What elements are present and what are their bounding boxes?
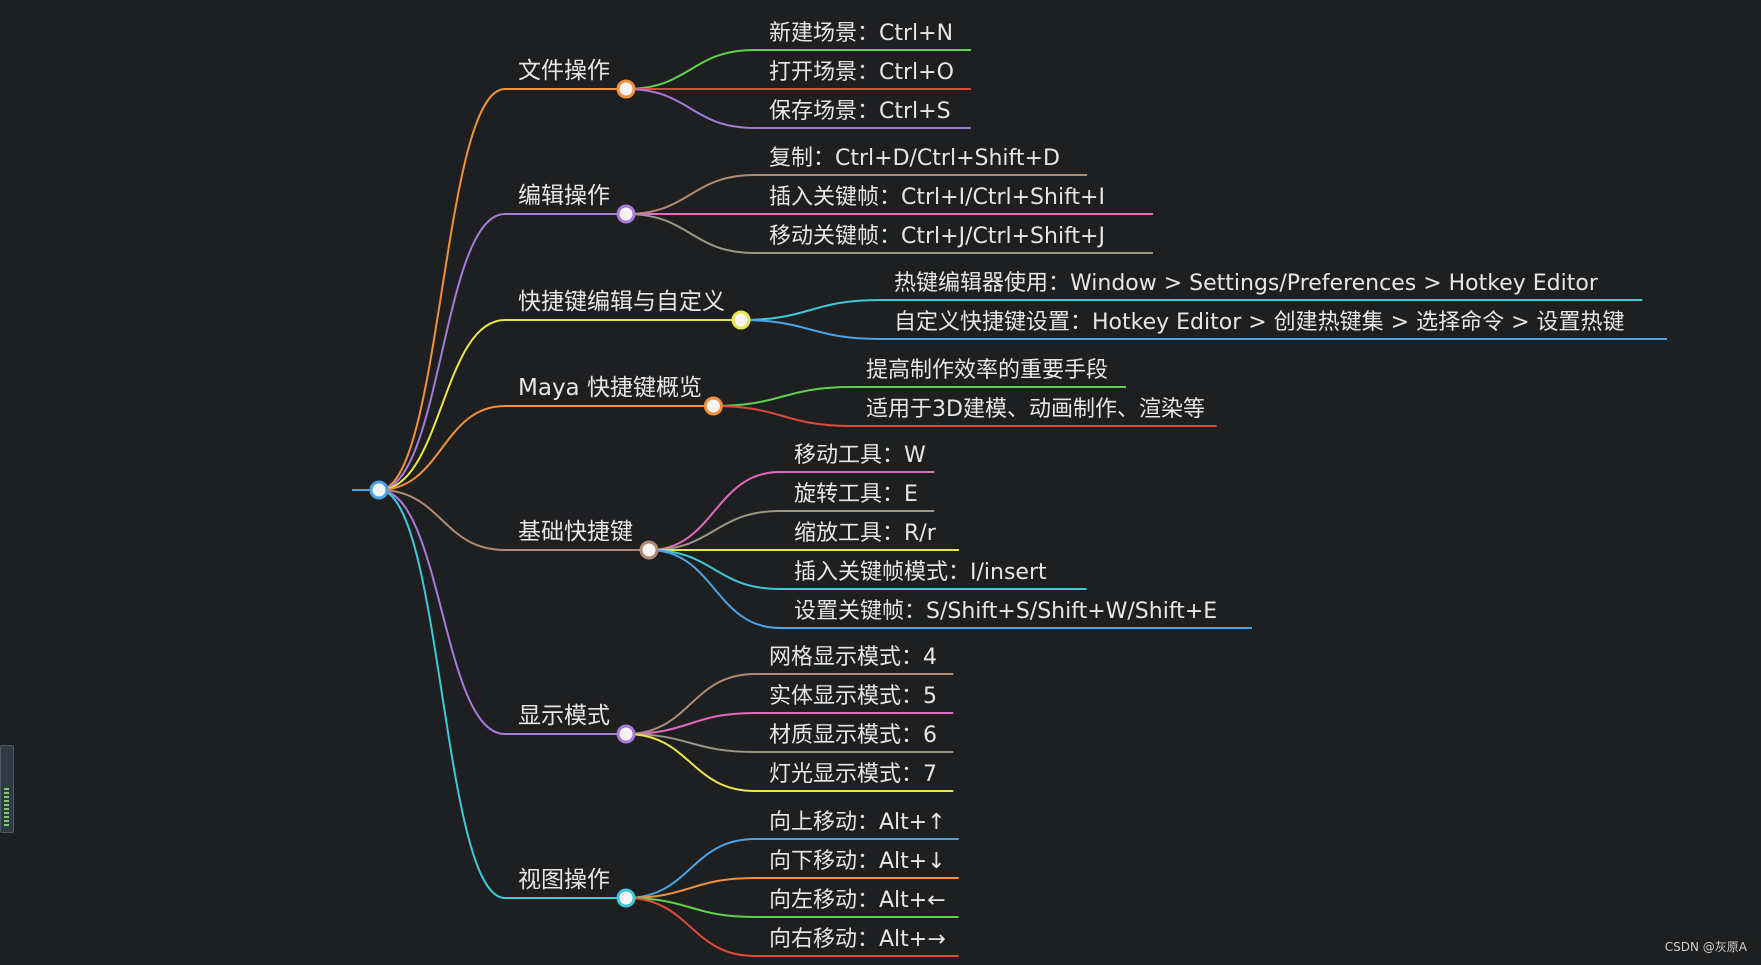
branch-node[interactable] [616, 724, 636, 744]
child-connector [625, 213, 756, 254]
child-label[interactable]: 插入关键帧模式：I/insert [794, 560, 1047, 585]
child-connector [625, 673, 756, 735]
child-connector [625, 838, 756, 899]
branch-connector [378, 489, 506, 899]
branch-label[interactable]: 快捷键编辑与自定义 [518, 289, 725, 315]
child-connector [740, 299, 881, 321]
child-connector [625, 88, 756, 129]
branch-label[interactable]: 基础快捷键 [518, 519, 633, 545]
branch-node[interactable] [731, 310, 751, 330]
child-connector [648, 549, 781, 590]
child-label[interactable]: 新建场景：Ctrl+N [769, 21, 954, 46]
branch-node[interactable] [703, 396, 723, 416]
branch-node[interactable] [639, 540, 659, 560]
branch-node[interactable] [616, 888, 636, 908]
child-connector [713, 386, 853, 407]
branch-node[interactable] [616, 79, 636, 99]
child-label[interactable]: 移动关键帧：Ctrl+J/Ctrl+Shift+J [769, 224, 1105, 249]
child-connector [648, 471, 781, 551]
side-panel-handle[interactable] [0, 745, 14, 833]
child-label[interactable]: 保存场景：Ctrl+S [769, 99, 951, 124]
branch-connector [378, 319, 506, 491]
child-connector [625, 733, 756, 792]
child-connector [648, 549, 781, 629]
branch-connector [378, 88, 506, 491]
child-connector [625, 712, 756, 735]
child-label[interactable]: 实体显示模式：5 [769, 684, 937, 709]
child-connector [625, 897, 756, 957]
child-connector [648, 510, 781, 551]
branch-label[interactable]: 文件操作 [518, 58, 610, 84]
child-label[interactable]: 缩放工具：R/r [794, 521, 936, 546]
branch-label[interactable]: Maya 快捷键概览 [518, 375, 702, 401]
child-label[interactable]: 材质显示模式：6 [769, 723, 937, 748]
child-label[interactable]: 打开场景：Ctrl+O [769, 60, 954, 85]
child-connector [740, 319, 881, 340]
child-label[interactable]: 适用于3D建模、动画制作、渲染等 [866, 397, 1205, 422]
child-connector [625, 733, 756, 753]
branch-label[interactable]: 编辑操作 [518, 183, 610, 209]
branch-label[interactable]: 显示模式 [518, 703, 610, 729]
child-connector [625, 897, 756, 918]
child-label[interactable]: 向下移动：Alt+↓ [769, 849, 946, 874]
child-label[interactable]: 旋转工具：E [794, 482, 918, 507]
child-label[interactable]: 灯光显示模式：7 [769, 762, 937, 787]
child-label[interactable]: 向上移动：Alt+↑ [769, 810, 946, 835]
child-label[interactable]: 复制：Ctrl+D/Ctrl+Shift+D [769, 146, 1060, 171]
child-label[interactable]: 向左移动：Alt+← [769, 888, 946, 913]
branch-connector [378, 489, 506, 551]
branch-label[interactable]: 视图操作 [518, 867, 610, 893]
child-label[interactable]: 热键编辑器使用：Window > Settings/Preferences > … [894, 271, 1598, 296]
watermark: CSDN @灰原A [1664, 940, 1747, 954]
branch-connector [378, 489, 506, 735]
branch-connector [378, 405, 506, 491]
branch-connector [378, 213, 506, 491]
child-connector [713, 405, 853, 427]
child-label[interactable]: 插入关键帧：Ctrl+I/Ctrl+Shift+I [769, 185, 1105, 210]
child-connector [625, 174, 756, 215]
child-label[interactable]: 设置关键帧：S/Shift+S/Shift+W/Shift+E [794, 599, 1218, 624]
level-meter [4, 788, 9, 826]
child-connector [625, 877, 756, 899]
child-label[interactable]: 向右移动：Alt+→ [769, 927, 946, 952]
child-label[interactable]: 提高制作效率的重要手段 [866, 358, 1109, 383]
child-label[interactable]: 移动工具：W [794, 443, 926, 468]
child-label[interactable]: 自定义快捷键设置：Hotkey Editor > 创建热键集 > 选择命令 > … [894, 310, 1625, 335]
branch-node[interactable] [616, 204, 636, 224]
root-node[interactable] [369, 480, 389, 500]
child-label[interactable]: 网格显示模式：4 [769, 645, 937, 670]
child-connector [625, 49, 756, 90]
